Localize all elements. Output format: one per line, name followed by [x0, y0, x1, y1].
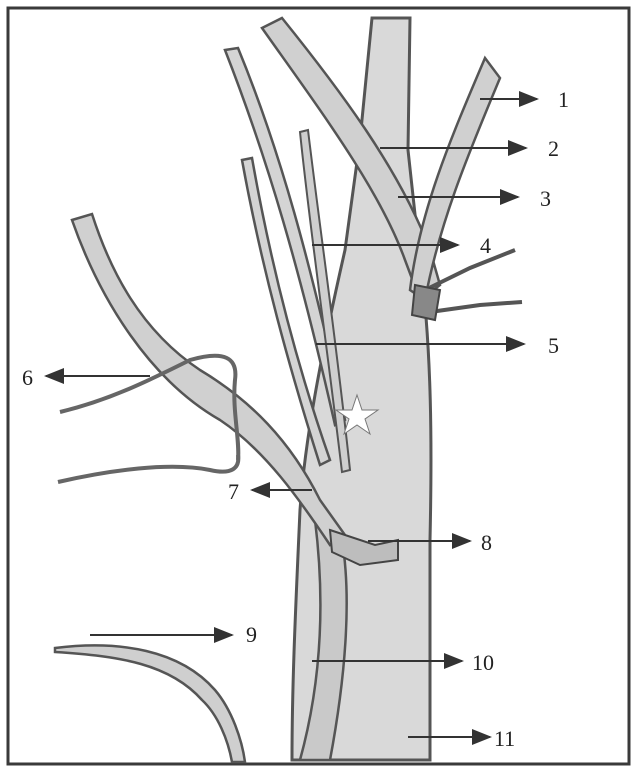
label-6: 6	[22, 365, 33, 390]
label-8: 8	[481, 530, 492, 555]
label-9: 9	[246, 622, 257, 647]
label-10: 10	[472, 650, 494, 675]
label-4: 4	[480, 233, 491, 258]
label-2: 2	[548, 136, 559, 161]
label-11: 11	[494, 726, 515, 751]
label-1: 1	[558, 87, 569, 112]
label-5: 5	[548, 333, 559, 358]
knot	[412, 285, 440, 320]
label-7: 7	[228, 479, 239, 504]
label-3: 3	[540, 186, 551, 211]
